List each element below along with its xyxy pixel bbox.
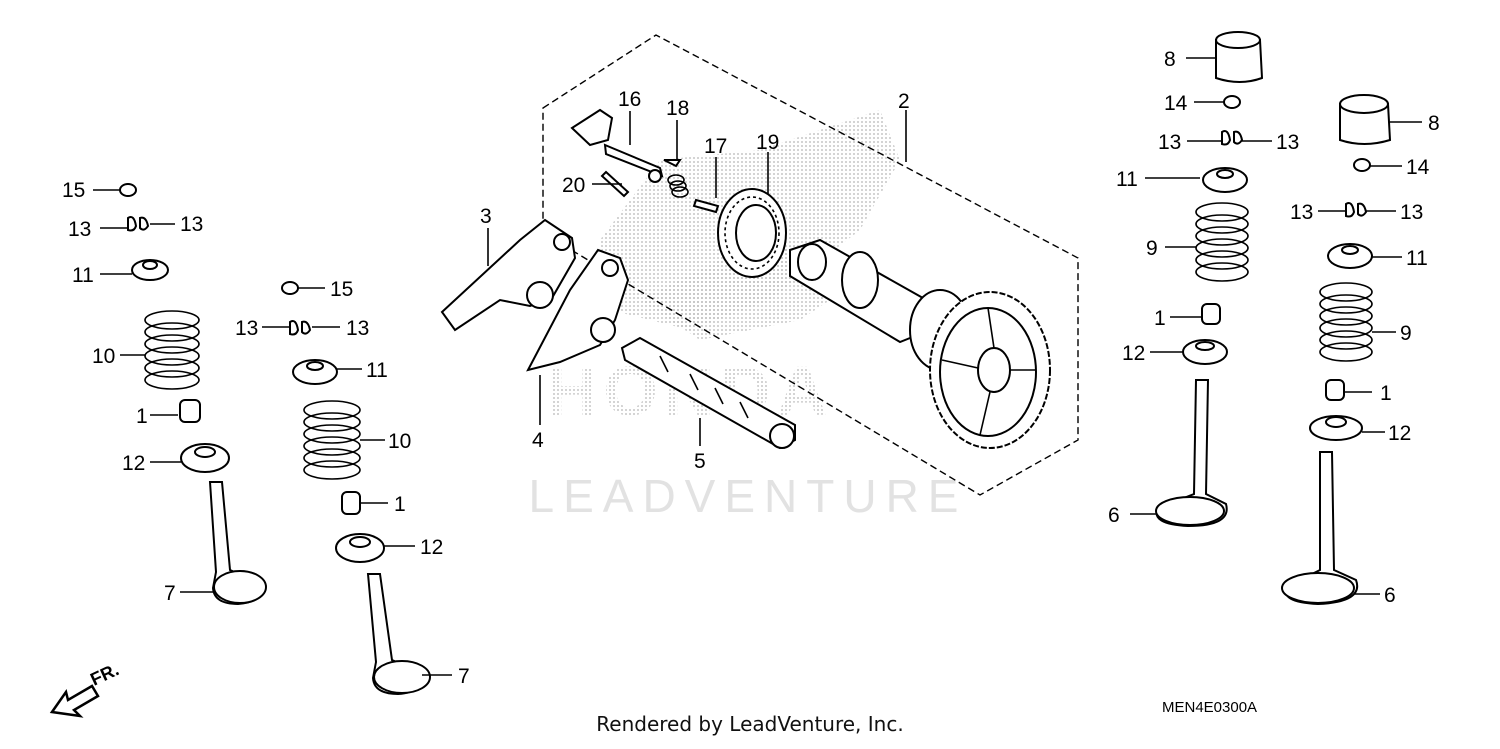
callout-11: 11: [366, 359, 388, 382]
callout-14: 14: [1164, 92, 1188, 115]
callout-16: 16: [618, 88, 641, 111]
callout-11: 11: [72, 264, 94, 287]
camshaft-group-outline: [542, 34, 1079, 496]
diagram-code: MEN4E0300A: [1162, 699, 1257, 716]
callout-13: 13: [68, 218, 91, 241]
callout-13: 13: [1276, 131, 1299, 154]
callout-6: 6: [1108, 504, 1120, 527]
callout-10: 10: [388, 430, 411, 453]
camshaft-sprocket: [789, 238, 1051, 449]
callout-4: 4: [532, 429, 544, 452]
rocker-arm-b: [526, 248, 630, 372]
callout-1: 1: [1380, 382, 1392, 405]
callout-9: 9: [1146, 237, 1158, 260]
callout-1: 1: [394, 493, 406, 516]
callout-13: 13: [346, 317, 369, 340]
left-valve-assembly-b: [281, 281, 431, 696]
callout-17: 17: [704, 135, 727, 158]
callout-11: 11: [1116, 168, 1138, 191]
callout-9: 9: [1400, 322, 1412, 345]
callout-3: 3: [480, 205, 492, 228]
rocker-shaft: [620, 336, 796, 450]
callout-12: 12: [1388, 422, 1411, 445]
callout-labels: 15 13 13 11 10 1 12 7 15 13 13 11 10 1 1…: [62, 48, 1440, 688]
front-arrow-icon: FR.: [49, 659, 122, 718]
callout-14: 14: [1406, 156, 1430, 179]
callout-10: 10: [92, 345, 115, 368]
callout-20: 20: [562, 174, 585, 197]
callout-12: 12: [420, 536, 443, 559]
callout-7: 7: [458, 665, 470, 688]
callout-6: 6: [1384, 584, 1396, 607]
callout-15: 15: [330, 278, 353, 301]
callout-13: 13: [1400, 201, 1423, 224]
rocker-arm-a: [440, 218, 577, 332]
callout-11: 11: [1406, 247, 1428, 270]
callout-18: 18: [666, 97, 689, 120]
callout-19: 19: [756, 131, 779, 154]
cam-bearing: [717, 188, 787, 278]
callout-13: 13: [1158, 131, 1181, 154]
callout-12: 12: [122, 452, 145, 475]
callout-2: 2: [898, 90, 910, 113]
watermark-text: LEADVENTURE: [529, 470, 968, 522]
callout-7: 7: [164, 582, 176, 605]
right-valve-assembly-a: [1155, 31, 1264, 528]
callout-15: 15: [62, 179, 85, 202]
callout-1: 1: [1154, 307, 1166, 330]
callout-13: 13: [1290, 201, 1313, 224]
leader-lines: [93, 57, 1422, 676]
callout-5: 5: [694, 450, 706, 473]
callout-1: 1: [136, 405, 148, 428]
callout-13: 13: [235, 317, 258, 340]
footer-credit: Rendered by LeadVenture, Inc.: [596, 712, 904, 736]
callout-13: 13: [180, 213, 203, 236]
right-valve-assembly-b: [1281, 94, 1392, 606]
callout-12: 12: [1122, 342, 1145, 365]
callout-8: 8: [1164, 48, 1176, 71]
left-valve-assembly-a: [119, 183, 267, 606]
callout-8: 8: [1428, 112, 1440, 135]
